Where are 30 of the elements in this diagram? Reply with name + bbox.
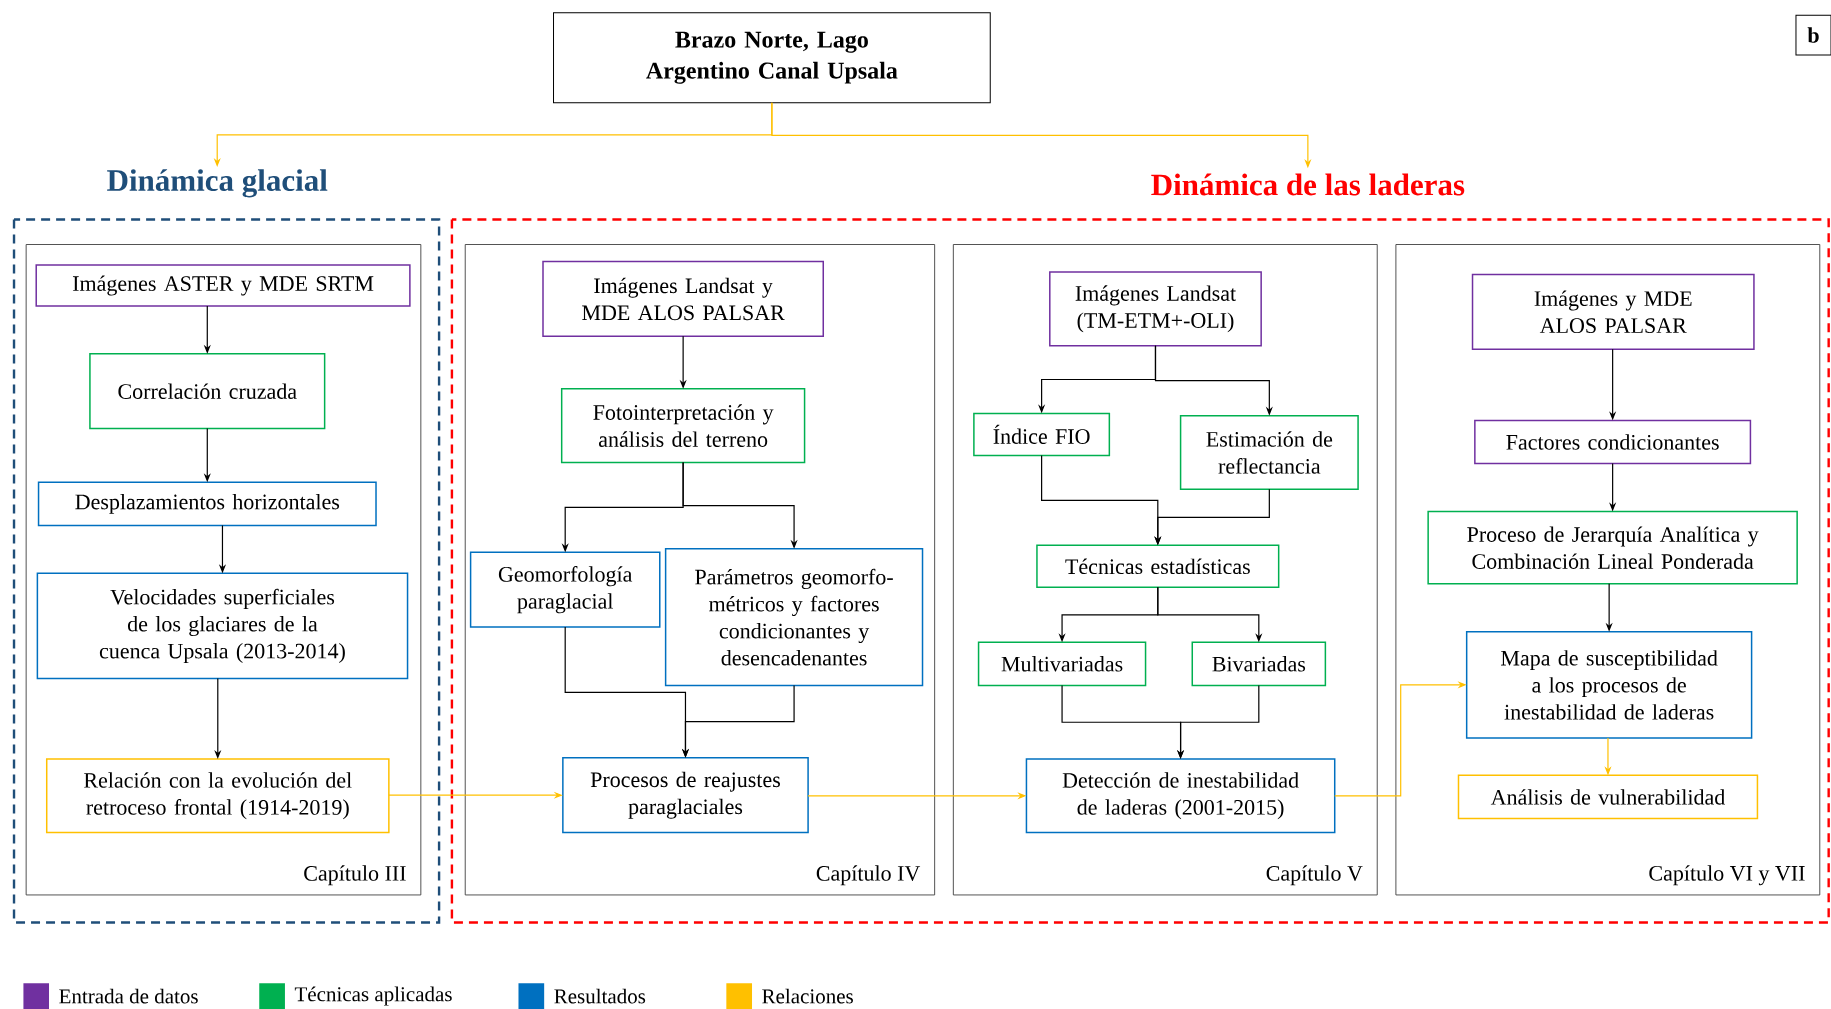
process-box: Correlación cruzada (89, 353, 326, 430)
process-box: Mapa de susceptibilidad a los procesos de inestabilidad de laderas (1465, 631, 1753, 739)
process-box: Parámetros geomorfo-métricos y factores condicionantes y desencadenantes (664, 548, 924, 687)
process-box: Imágenes Landsat (TM-ETM+-OLI) (1049, 271, 1262, 347)
process-box: Desplazamientos horizontales (37, 481, 377, 527)
process-box: Índice FIO (973, 412, 1111, 457)
process-box: Procesos de reajustes paraglaciales (562, 757, 809, 834)
process-box: Geomorfología paraglacial (469, 551, 661, 628)
process-box: Estimación de reflectancia (1179, 414, 1359, 491)
process-box: Detección de inestabilidad de laderas (2001-2015) (1025, 758, 1336, 834)
process-box: Imágenes ASTER y MDE SRTM (35, 264, 411, 307)
legend-label: Técnicas aplicadas (294, 986, 452, 1006)
process-box: Fotointerpretación y análisis del terreno (560, 388, 806, 464)
title-box: Brazo Norte, Lago Argentino Canal Upsala (553, 12, 991, 104)
legend-label: Entrada de datos (59, 988, 198, 1004)
process-box: Proceso de Jerarquía Analítica y Combinación Lineal Ponderada (1427, 510, 1798, 585)
process-box: Multivariadas (977, 641, 1147, 687)
process-box: Bivariadas (1191, 641, 1327, 687)
process-box: Factores condicionantes (1474, 419, 1752, 465)
process-box: Técnicas estadísticas (1036, 544, 1280, 589)
process-box: Velocidades superficiales de los glaciares de la cuenca Upsala (2013-2014) (36, 572, 409, 680)
legend-label: Resultados (554, 988, 646, 1004)
panel-letter: b (1795, 14, 1831, 56)
process-box: Relación con la evolución del retroceso frontal (1914-2019) (45, 758, 390, 834)
legend-label: Relaciones (762, 988, 853, 1004)
process-box: Imágenes Landsat y MDE ALOS PALSAR (542, 260, 824, 338)
process-box: Imágenes y MDE ALOS PALSAR (1471, 273, 1755, 350)
section-heading: Dinámica glacial (107, 169, 328, 198)
section-heading: Dinámica de las laderas (1151, 173, 1465, 196)
process-box: Análisis de vulnerabilidad (1457, 774, 1759, 820)
